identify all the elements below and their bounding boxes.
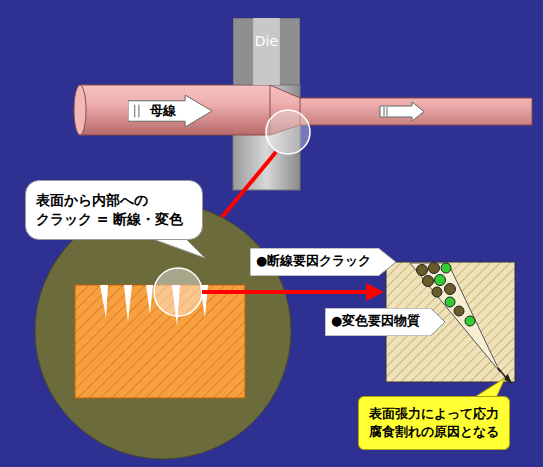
- die-face: [233, 18, 300, 85]
- bubble-tail: [150, 238, 205, 258]
- die-block: Die: [233, 18, 300, 85]
- pointer-shape: [325, 308, 445, 336]
- line-shape: [384, 107, 385, 116]
- die-label: Die: [237, 32, 296, 51]
- magnified-view: [35, 203, 291, 459]
- pointer-label: ●変色要因物質: [325, 308, 445, 336]
- pointer-shape: [250, 248, 396, 276]
- circle-shape: [445, 297, 455, 307]
- path-shape: [380, 102, 424, 121]
- polygon-shape: [100, 285, 108, 318]
- circle-shape: [445, 284, 456, 295]
- circle-shape: [423, 276, 434, 287]
- label-text: 表面張力によって応力 腐食割れの原因となる: [369, 405, 501, 440]
- circle-shape: [429, 263, 440, 274]
- circle-shape: [432, 287, 442, 297]
- label-text: ●断線要因クラック: [256, 252, 374, 270]
- label-text: ●変色要因物質: [331, 312, 423, 330]
- circle-shape: [435, 275, 446, 286]
- flow-arrow: [380, 102, 424, 121]
- zoom-arrow: [202, 283, 384, 301]
- speech-bubble: 表面から内部への クラック = 断線・変色: [25, 180, 203, 240]
- pointer-label: ●断線要因クラック: [250, 248, 396, 276]
- line-shape: [387, 107, 388, 116]
- polygon-shape: [366, 283, 384, 301]
- circle-shape: [441, 263, 451, 273]
- die-block-shape: [233, 18, 300, 85]
- arrow-tick: [134, 105, 135, 118]
- note-callout: 表面張力によって応力 腐食割れの原因となる: [358, 396, 510, 450]
- arrow-shape: [128, 95, 212, 127]
- line-shape: [202, 290, 368, 294]
- ellipse-shape: [74, 85, 86, 135]
- label-text: 表面から内部への クラック = 断線・変色: [36, 191, 194, 229]
- material-arrow: 母線: [128, 95, 212, 127]
- polygon-shape: [146, 285, 153, 314]
- line-shape: [218, 152, 276, 222]
- circle-shape: [454, 306, 464, 316]
- polygon-shape: [124, 285, 132, 322]
- zoom-circle: [154, 268, 202, 316]
- label-text: 母線: [150, 102, 186, 120]
- circle-shape: [465, 316, 475, 326]
- zoom-circle: [266, 110, 310, 154]
- circle-shape: [417, 265, 428, 276]
- arrow-tick: [138, 105, 139, 118]
- die-highlight: [253, 18, 280, 85]
